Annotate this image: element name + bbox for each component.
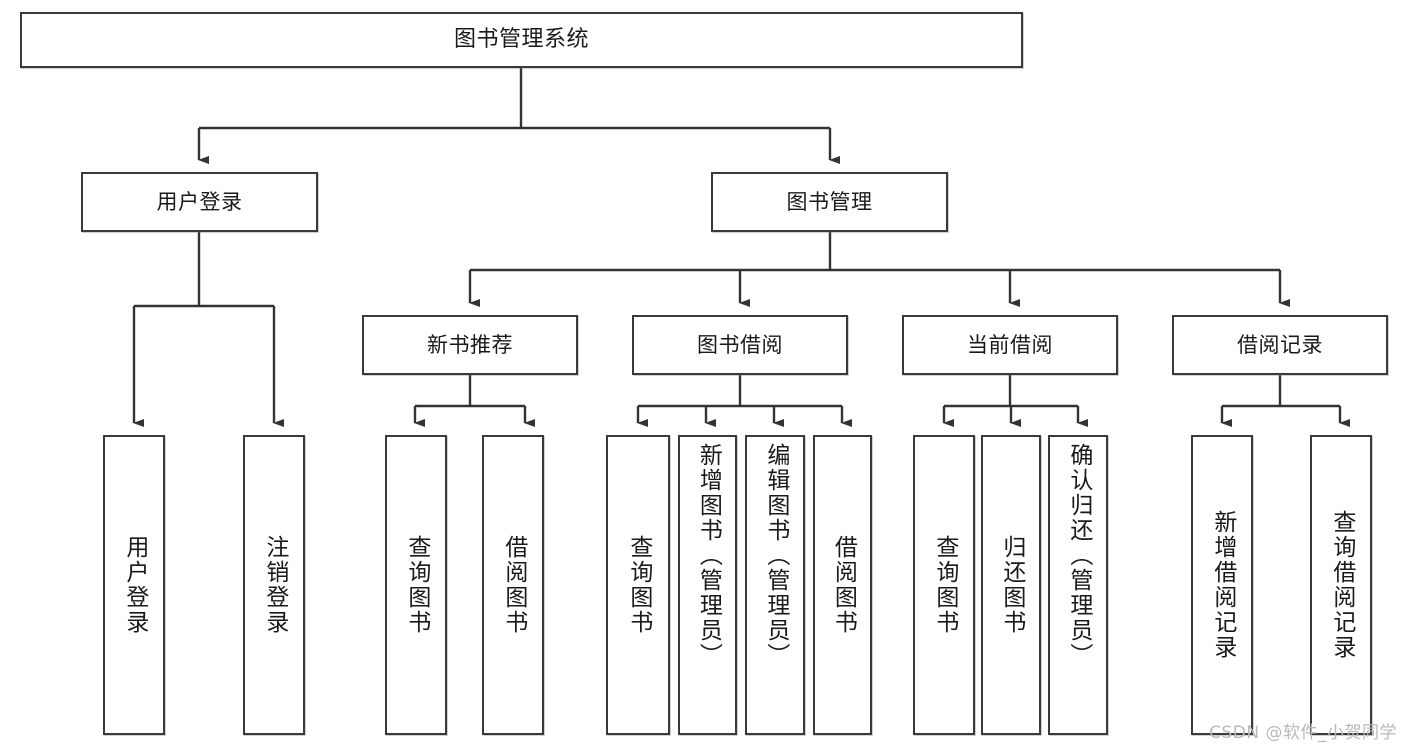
node-leaf-borrow-book-1[interactable]: 借阅图书: [482, 435, 544, 735]
node-borrow-record[interactable]: 借阅记录: [1172, 315, 1388, 375]
node-leaf-query-book-3[interactable]: 查询图书: [913, 435, 975, 735]
node-label: 注销登录: [261, 535, 288, 635]
node-leaf-logout-login[interactable]: 注销登录: [243, 435, 305, 735]
node-label: 新增图书（管理员）: [695, 443, 722, 668]
node-label: 借阅记录: [1237, 332, 1323, 357]
node-book-manage[interactable]: 图书管理: [711, 172, 948, 232]
node-leaf-query-record[interactable]: 查询借阅记录: [1310, 435, 1372, 735]
node-leaf-add-record[interactable]: 新增借阅记录: [1191, 435, 1253, 735]
node-label: 查询图书: [931, 535, 958, 635]
node-label: 新增借阅记录: [1209, 510, 1236, 660]
node-leaf-query-book-1[interactable]: 查询图书: [385, 435, 447, 735]
node-label: 用户登录: [156, 189, 243, 214]
node-user-login[interactable]: 用户登录: [81, 172, 318, 232]
node-leaf-confirm-return[interactable]: 确认归还（管理员）: [1048, 435, 1108, 735]
node-label: 图书管理: [786, 189, 873, 214]
node-leaf-user-login[interactable]: 用户登录: [103, 435, 165, 735]
node-label: 查询借阅记录: [1328, 510, 1355, 660]
node-leaf-borrow-book-2[interactable]: 借阅图书: [813, 435, 872, 735]
watermark-text: CSDN @软件_小贺同学: [1209, 723, 1397, 743]
node-book-borrow[interactable]: 图书借阅: [632, 315, 848, 375]
node-leaf-query-book-2[interactable]: 查询图书: [606, 435, 670, 735]
node-label: 查询图书: [403, 535, 430, 635]
node-label: 查询图书: [625, 535, 652, 635]
node-label: 新书推荐: [427, 332, 513, 357]
node-label: 图书管理系统: [453, 27, 589, 53]
node-label: 当前借阅: [967, 332, 1053, 357]
node-new-book-recommend[interactable]: 新书推荐: [362, 315, 578, 375]
node-label: 用户登录: [121, 535, 148, 635]
node-leaf-add-book[interactable]: 新增图书（管理员）: [678, 435, 737, 735]
node-root-book-management-system[interactable]: 图书管理系统: [20, 12, 1023, 68]
node-label: 图书借阅: [697, 332, 783, 357]
node-label: 借阅图书: [500, 535, 527, 635]
node-label: 编辑图书（管理员）: [762, 443, 789, 668]
node-label: 确认归还（管理员）: [1065, 443, 1092, 668]
node-label: 借阅图书: [830, 535, 857, 635]
node-leaf-edit-book[interactable]: 编辑图书（管理员）: [745, 435, 805, 735]
node-leaf-return-book[interactable]: 归还图书: [981, 435, 1041, 735]
node-current-borrow[interactable]: 当前借阅: [902, 315, 1118, 375]
node-label: 归还图书: [998, 535, 1025, 635]
